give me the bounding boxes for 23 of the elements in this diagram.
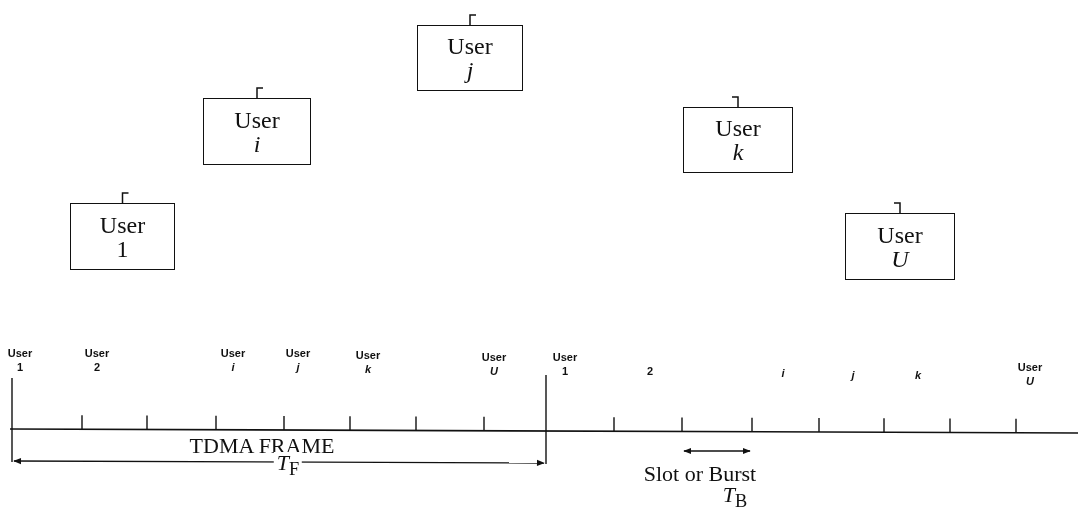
user-box	[417, 25, 523, 91]
slot-label: User 1	[552, 350, 578, 378]
user-label: User k	[715, 116, 761, 164]
slot-label: User j	[285, 346, 311, 374]
slot-label: k	[914, 368, 922, 382]
slot-label: User k	[355, 348, 381, 376]
slot-label: j	[851, 368, 855, 382]
slot-label: User i	[220, 346, 246, 374]
user-label: User U	[877, 222, 923, 271]
user-box	[845, 213, 955, 280]
user-box	[70, 203, 175, 270]
slot-label: i	[781, 366, 785, 380]
user-box	[203, 98, 311, 165]
slot-label: User U	[1017, 360, 1043, 388]
user-label: User j	[447, 34, 493, 82]
slot-label: User 1	[7, 346, 33, 374]
user-box	[683, 107, 793, 173]
user-label: User i	[234, 107, 280, 156]
slot-label: User 2	[84, 346, 110, 374]
slot-label: 2	[646, 364, 654, 378]
user-label: User 1	[99, 212, 146, 261]
slot-label: User U	[481, 350, 507, 378]
annotation-text: T$_{F}$	[273, 452, 303, 474]
